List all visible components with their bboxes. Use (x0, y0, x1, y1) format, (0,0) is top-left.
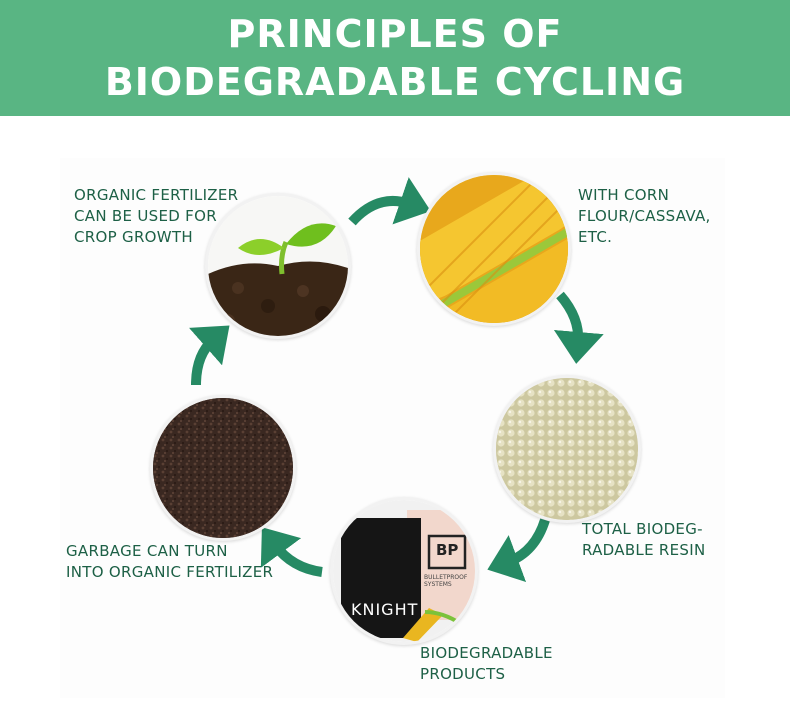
resin-pellets-image (493, 375, 641, 523)
header-banner (0, 0, 790, 116)
product-box-logo: BP (436, 541, 459, 559)
products-image: KNIGHT BP BULLETPROOF SYSTEMS (330, 497, 478, 645)
label-resin: TOTAL BIODEG- RADABLE RESIN (582, 520, 706, 559)
label-garbage: GARBAGE CAN TURN INTO ORGANIC FERTILIZER (66, 542, 274, 581)
page-title-line1: PRINCIPLES OF (227, 12, 563, 56)
compost-image (150, 395, 296, 541)
label-organic-fertilizer: ORGANIC FERTILIZER CAN BE USED FOR CROP … (74, 186, 239, 246)
arrow-products-to-garbage (260, 527, 323, 577)
label-corn: WITH CORN FLOUR/CASSAVA, ETC. (578, 186, 711, 246)
corn-image (417, 172, 571, 326)
arrow-garbage-to-fertilizer (188, 325, 230, 386)
arrow-resin-to-products (487, 518, 550, 582)
seedling-image (205, 193, 351, 339)
arrow-fertilizer-to-corn (348, 177, 431, 226)
product-box-text: BULLETPROOF SYSTEMS (424, 574, 468, 588)
product-bag-label: KNIGHT (351, 600, 419, 619)
page-title-line2: BIODEGRADABLE CYCLING (104, 60, 686, 104)
label-products: BIODEGRADABLE PRODUCTS (420, 644, 553, 683)
arrow-corn-to-resin (553, 291, 604, 364)
